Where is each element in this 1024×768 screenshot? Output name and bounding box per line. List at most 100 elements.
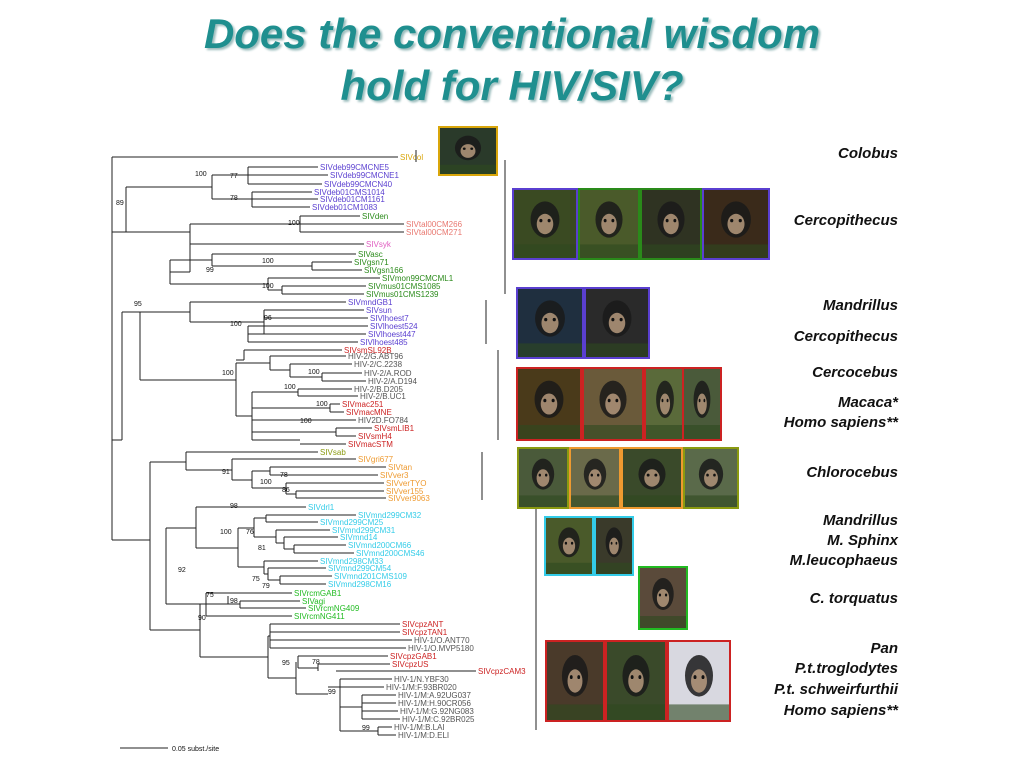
taxon-label: SIVdeb01CM1161 (320, 195, 385, 204)
taxon-label: HIV-1/O.MVP5180 (408, 644, 474, 653)
taxon-label: SIVlhoest447 (368, 330, 416, 339)
taxon-label: SIVagi (302, 597, 325, 606)
taxon-label: SIVcol (400, 153, 423, 162)
bootstrap-value: 95 (134, 301, 142, 308)
bootstrap-value: 92 (178, 567, 186, 574)
bootstrap-value: 100 (284, 384, 296, 391)
taxon-label: SIVdeb01CMS1014 (314, 188, 385, 197)
taxon-label: HIV-1/M:G.92NG083 (400, 707, 474, 716)
bootstrap-value: 89 (116, 200, 124, 207)
taxon-label: HIV-1/N.YBF30 (394, 675, 449, 684)
taxon-label: SIVmnd200CMS46 (356, 549, 425, 558)
bootstrap-value: 100 (222, 370, 234, 377)
bootstrap-value: 100 (220, 529, 232, 536)
taxon-label: SIVrcmGAB1 (294, 589, 342, 598)
taxon-label: SIVmnd298CM16 (328, 580, 392, 589)
taxon-label: SIVdeb01CM1083 (312, 203, 378, 212)
taxon-label: SIVver155 (386, 487, 424, 496)
taxon-label: SIVmnd299CM31 (332, 526, 396, 535)
taxon-label: HIV-2/B.UC1 (360, 392, 406, 401)
taxon-label: SIVlhoest485 (360, 338, 408, 347)
taxon-label: SIVsmLIB1 (374, 424, 415, 433)
taxon-label: SIVcpzUS (392, 660, 428, 669)
host-label: Homo sapiens** (783, 702, 898, 719)
chimp-photo-icon-2 (605, 640, 667, 722)
taxon-label: SIVdeb99CMCNE5 (320, 163, 389, 172)
taxon-label: SIVden (362, 212, 388, 221)
taxon-label: SIVdeb99CMCN40 (324, 180, 393, 189)
taxon-label: SIVmnd200CM66 (348, 541, 412, 550)
taxon-label: SIVcpzGAB1 (390, 652, 437, 661)
bootstrap-value: 95 (282, 660, 290, 667)
taxon-label: SIVmnd201CMS109 (334, 572, 407, 581)
colobus-photo-icon (438, 126, 498, 176)
vervet-photo-icon-4 (683, 447, 739, 509)
mandrill-face-photo-icon-1 (544, 516, 594, 576)
taxon-label: SIVsab (320, 448, 346, 457)
taxon-label: HIV-2/A.ROD (364, 369, 412, 378)
taxon-label: SIVgri677 (358, 455, 394, 464)
bootstrap-value: 78 (280, 472, 288, 479)
taxon-label: HIV-1/M:A.92UG037 (398, 691, 471, 700)
mangabey-photo-icon (516, 367, 582, 441)
bootstrap-value: 75 (252, 576, 260, 583)
host-label: Homo sapiens** (783, 414, 898, 431)
host-label: Colobus (838, 145, 898, 162)
taxon-label: SIVtan (388, 463, 412, 472)
title-line-1: Does the conventional wisdom (203, 10, 821, 57)
taxon-label: SIVmnd299CM25 (320, 518, 384, 527)
host-label: M. Sphinx (827, 532, 898, 549)
taxon-label: SIVrcmNG411 (294, 612, 345, 621)
bootstrap-value: 100 (195, 171, 207, 178)
taxon-label: SIVmacSTM (348, 440, 393, 449)
taxon-label: HIV-2/C.2238 (354, 360, 403, 369)
taxon-label: SIVgsn71 (354, 258, 389, 267)
vervet-photo-icon-3 (621, 447, 683, 509)
bootstrap-value: 77 (230, 173, 238, 180)
host-label: Chlorocebus (806, 464, 898, 481)
bootstrap-value: 96 (264, 315, 272, 322)
host-label: Mandrillus (822, 512, 898, 529)
host-label: Cercocebus (812, 364, 898, 381)
taxon-label: SIVgsn166 (364, 266, 404, 275)
taxon-label: SIVmac251 (342, 400, 384, 409)
taxon-label: HIV-2/A.D194 (368, 377, 417, 386)
taxon-label: SIVmacMNE (346, 408, 392, 417)
bootstrap-value: 91 (222, 469, 230, 476)
cercopithecus-photo-icon-3 (640, 188, 702, 260)
taxon-label: SIVsun (366, 306, 392, 315)
bootstrap-value: 100 (308, 369, 320, 376)
bootstrap-value: 98 (230, 598, 238, 605)
taxon-label: HIV-1/O.ANT70 (414, 636, 470, 645)
bootstrap-value: 75 (206, 592, 214, 599)
bootstrap-value: 100 (262, 258, 274, 265)
taxon-label: HIV-1/M:D.ELI (398, 731, 449, 740)
bootstrap-value: 100 (230, 321, 242, 328)
taxon-label: SIVmnd14 (340, 533, 378, 542)
bootstrap-value: 76 (246, 529, 254, 536)
taxon-label: HIV-2/G.ABT96 (348, 352, 404, 361)
cercopithecus-photo-icon-2 (578, 188, 640, 260)
taxon-label: SIVver3 (380, 471, 409, 480)
bootstrap-value: 81 (258, 545, 266, 552)
taxon-label: SIVsyk (366, 240, 392, 249)
bootstrap-value: 100 (260, 479, 272, 486)
taxon-label: SIVmnd298CM33 (320, 557, 384, 566)
human-photo-icon (667, 640, 731, 722)
host-label: Mandrillus (822, 297, 898, 314)
taxon-label: HIV2D.FO784 (358, 416, 409, 425)
taxon-label: SIVmon99CMCML1 (382, 274, 454, 283)
host-label: M.leucophaeus (789, 552, 898, 569)
bootstrap-value: 100 (300, 418, 312, 425)
cercopithecus-photo-icon-1 (512, 188, 578, 260)
host-label: P.t. schweirfurthii (774, 681, 898, 698)
taxon-label: SIVsmH4 (358, 432, 392, 441)
bootstrap-value: 78 (230, 195, 238, 202)
host-label: C. torquatus (809, 590, 898, 607)
taxon-label: SIVdeb99CMCNE1 (330, 171, 399, 180)
slide-title: Does the conventional wisdom hold for HI… (0, 8, 1024, 112)
taxon-label: HIV-1/M:F.93BR020 (386, 683, 457, 692)
taxon-label: SIVtal00CM266 (406, 220, 463, 229)
taxon-label: SIVver9063 (388, 494, 430, 503)
